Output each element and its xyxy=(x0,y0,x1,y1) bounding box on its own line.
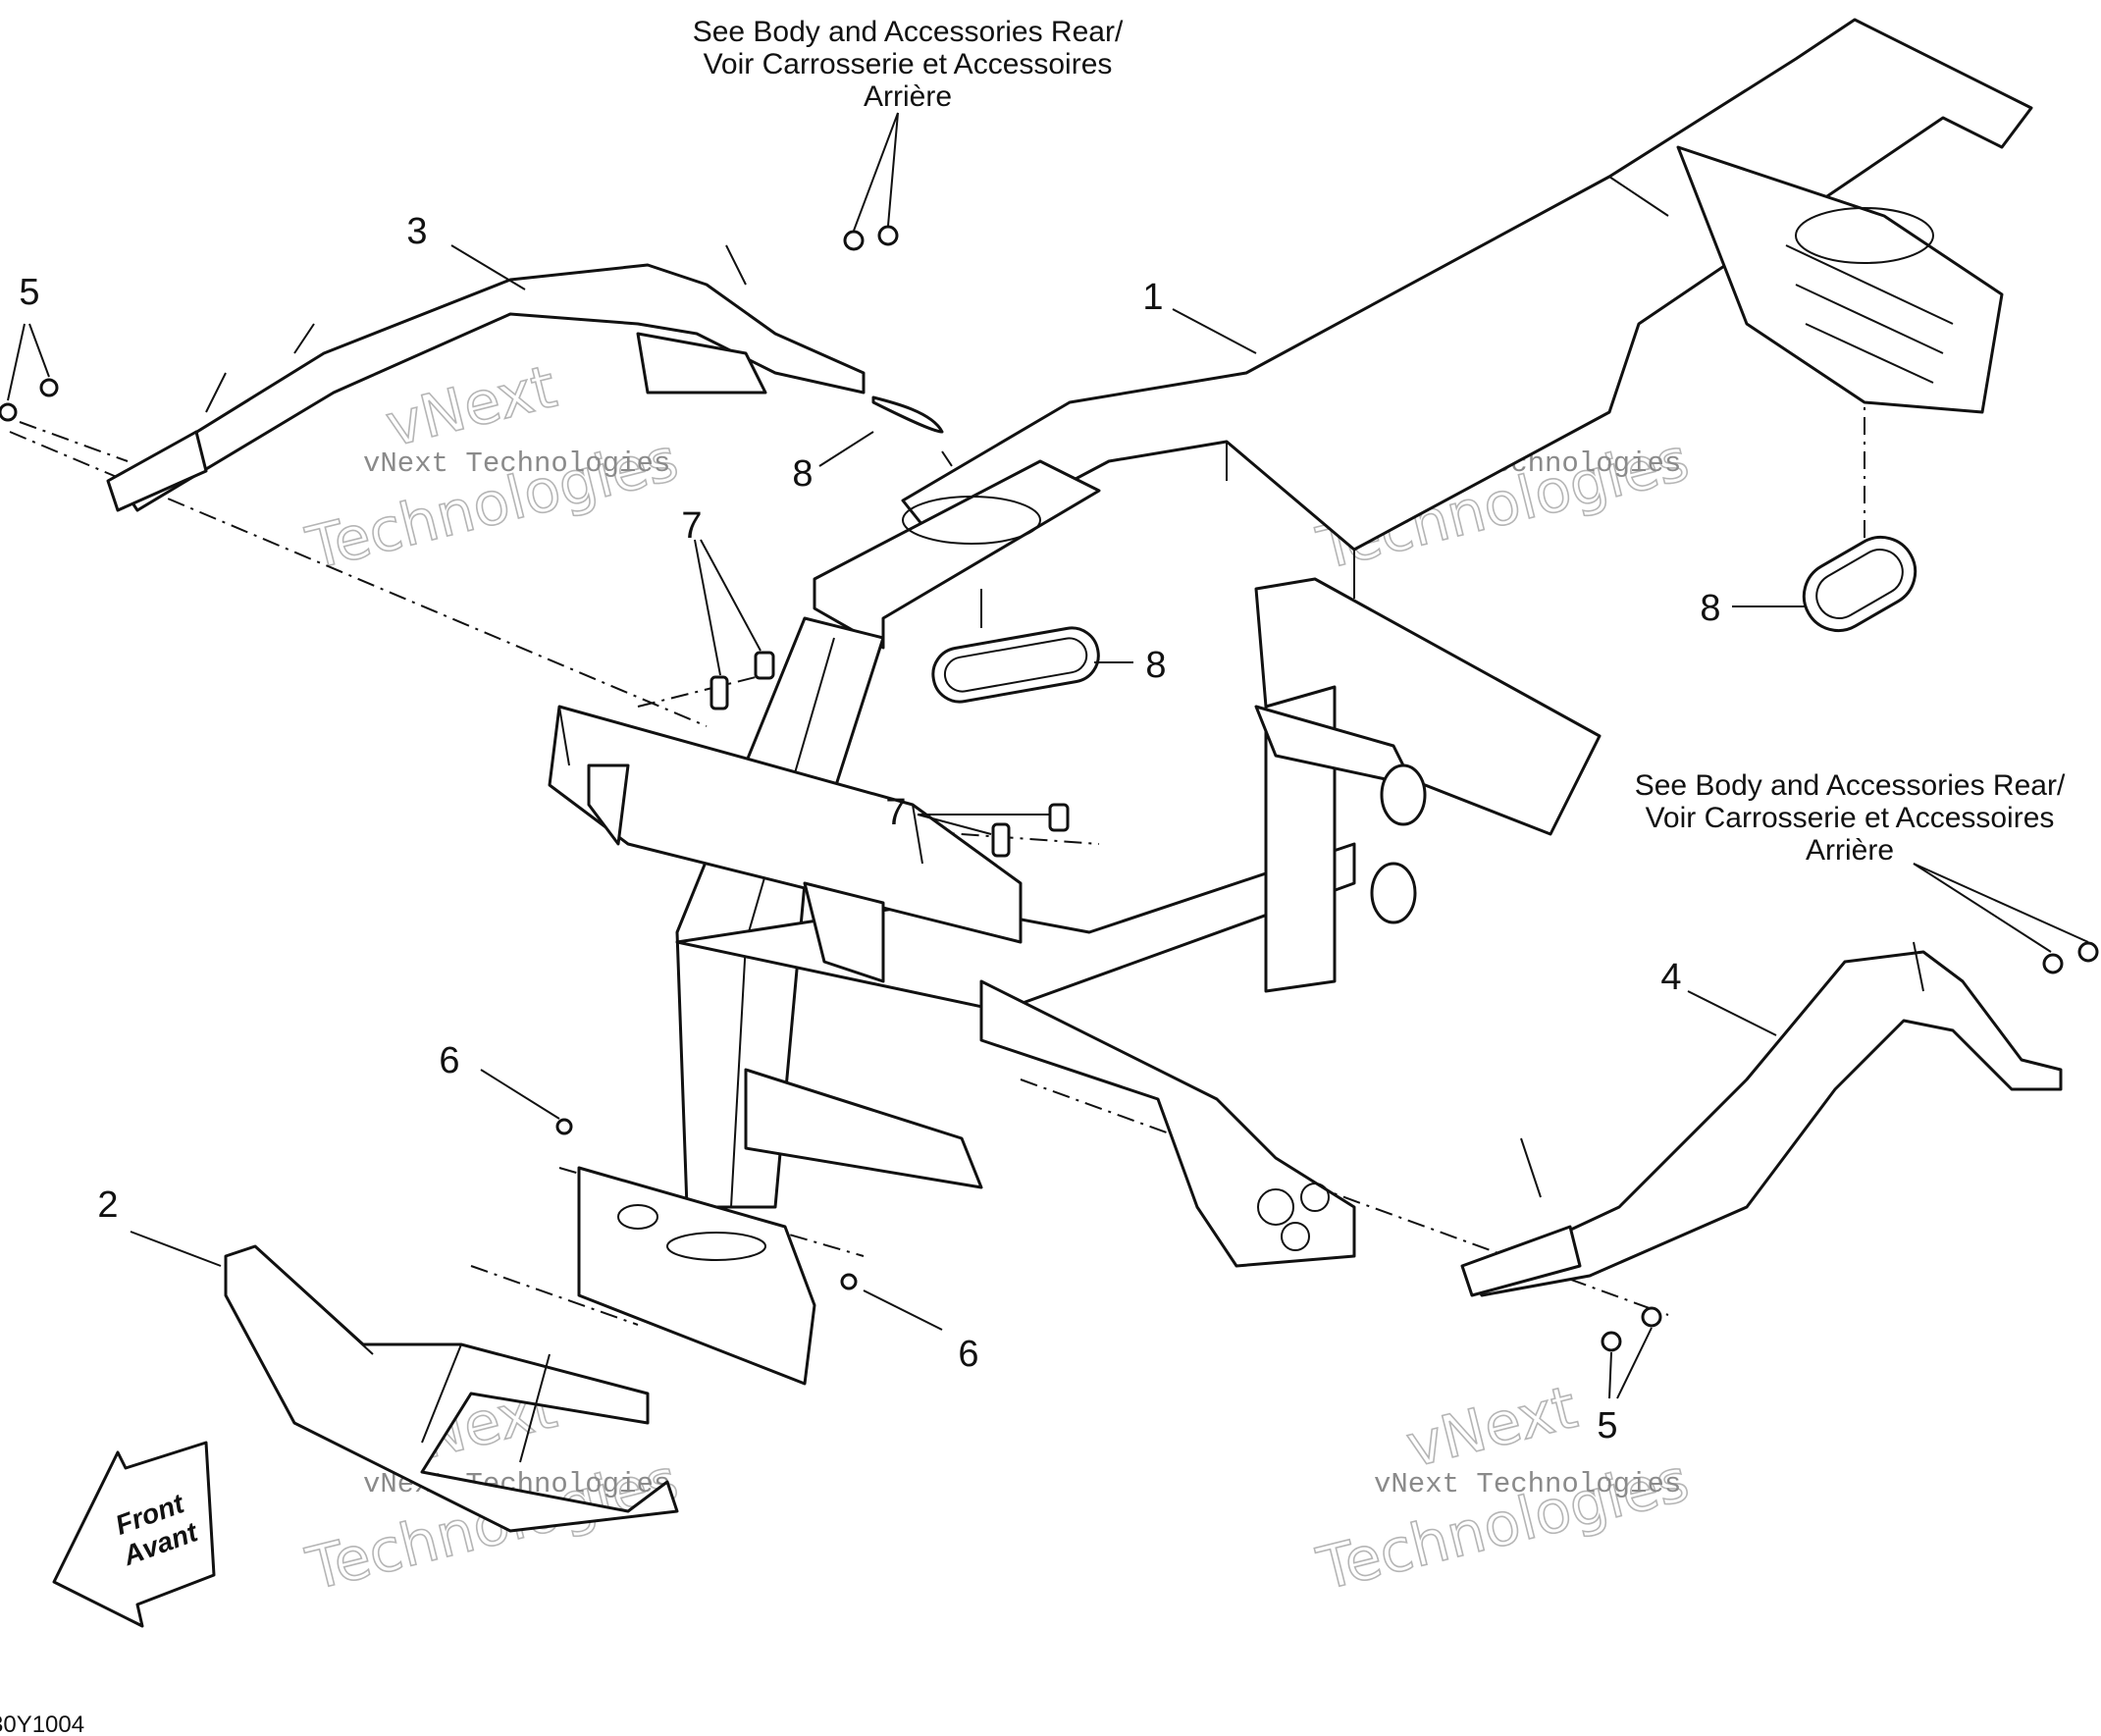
note-top-line2: Voir Carrosserie et Accessoires xyxy=(704,48,1113,80)
watermark-brand: vNext xyxy=(380,352,563,460)
right-footrest-bar xyxy=(1460,941,2063,1297)
callout-4: 4 xyxy=(1660,957,1681,998)
main-frame xyxy=(548,18,2033,1386)
callout-1: 1 xyxy=(1142,277,1163,318)
callout-3: 3 xyxy=(406,211,427,252)
watermark-brand: vNext xyxy=(1400,1373,1584,1481)
note-top: See Body and Accessories Rear/ Voir Carr… xyxy=(693,16,1124,113)
callout-8-top: 8 xyxy=(792,453,813,495)
front-bumper xyxy=(224,1244,679,1533)
callout-7-center: 7 xyxy=(885,792,906,833)
watermark-text: vNext Technologies xyxy=(363,447,670,480)
watermark-top-left: vNext Technologies vNext Technologies xyxy=(299,351,685,584)
note-right-line2: Voir Carrosserie et Accessoires xyxy=(1646,802,2055,834)
callout-6-left: 6 xyxy=(439,1040,459,1081)
note-right: See Body and Accessories Rear/ Voir Carr… xyxy=(1635,769,2066,867)
note-top-line1: See Body and Accessories Rear/ xyxy=(693,16,1124,48)
callouts: 1 2 3 4 5 5 6 6 7 7 8 8 8 xyxy=(19,211,1720,1447)
callout-5-right: 5 xyxy=(1597,1405,1617,1447)
callout-8-right: 8 xyxy=(1700,588,1720,629)
note-right-line3: Arrière xyxy=(1806,834,1894,867)
callout-7-top: 7 xyxy=(681,505,702,547)
callout-8-center: 8 xyxy=(1145,645,1166,686)
leader-lines xyxy=(7,112,2089,1399)
watermark-bottom-right: vNext Technologies vNext Technologies xyxy=(1310,1372,1696,1604)
note-right-line1: See Body and Accessories Rear/ xyxy=(1635,769,2066,802)
bolts xyxy=(0,225,2099,1352)
callout-6-right: 6 xyxy=(958,1334,978,1375)
front-arrow: Front Avant xyxy=(52,1441,216,1628)
figure-code: 30Y1004 xyxy=(0,1711,84,1736)
seals xyxy=(871,395,1917,704)
note-top-line3: Arrière xyxy=(864,80,952,113)
clips xyxy=(709,651,1070,858)
watermark-text: vNext Technologies xyxy=(1374,1468,1681,1500)
callout-5-left: 5 xyxy=(19,272,39,313)
callout-2: 2 xyxy=(97,1184,118,1226)
left-footrest-bar xyxy=(106,244,866,512)
